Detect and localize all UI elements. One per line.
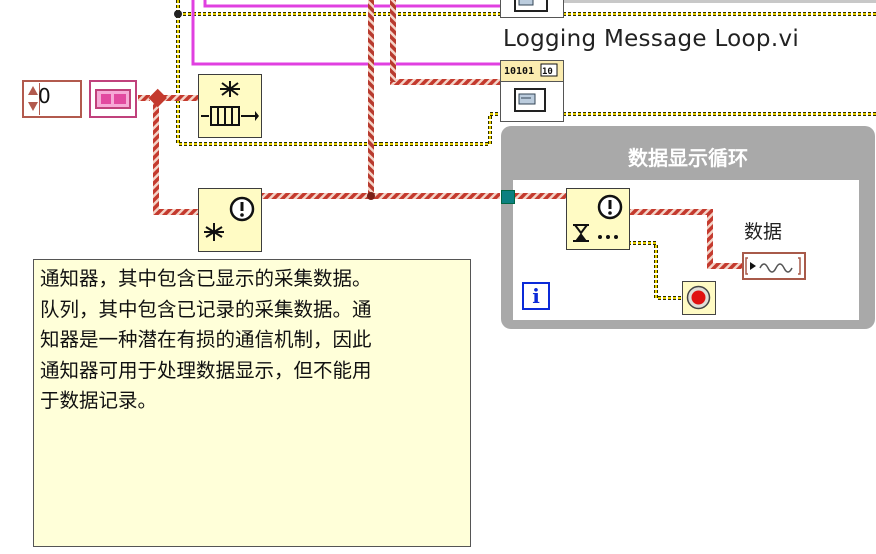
refnum-wire — [191, 0, 500, 66]
wire-junction — [367, 192, 375, 200]
numeric-value: 0 — [38, 84, 51, 108]
rail — [563, 0, 876, 3]
notifier-icon — [204, 196, 255, 241]
enqueue-element-node[interactable] — [198, 74, 262, 138]
data-indicator[interactable] — [742, 252, 806, 280]
indicator-label: 数据 — [744, 221, 783, 243]
subvi-icon — [514, 88, 546, 112]
stop-icon — [686, 285, 711, 310]
loop-input-tunnel[interactable] — [501, 190, 515, 204]
stop-terminal[interactable] — [682, 281, 716, 315]
comment-line: 通知器，其中包含已显示的采集数据。 — [40, 267, 372, 290]
loop-title: 数据显示循环 — [628, 146, 748, 170]
svg-text:10101: 10101 — [504, 66, 534, 77]
comment-line: 知器是一种潜在有损的通信机制，因此 — [40, 328, 372, 351]
subvi-label: Logging Message Loop.vi — [503, 26, 800, 52]
subvi-icon — [514, 0, 548, 12]
notifier-wire-vertical — [368, 0, 396, 196]
numeric-control[interactable] — [22, 80, 82, 118]
increment-decrement-icon[interactable] — [26, 83, 40, 115]
comment-line: 于数据记录。 — [40, 389, 158, 412]
wire-junction — [148, 88, 167, 108]
wait-on-notification-node[interactable] — [566, 188, 630, 250]
wait-notifier-icon — [573, 194, 623, 242]
comment-note: 通知器，其中包含已显示的采集数据。 队列，其中包含已记录的采集数据。通 知器是一… — [33, 259, 471, 547]
iteration-terminal[interactable]: i — [522, 282, 550, 310]
comment-line: 队列，其中包含已记录的采集数据。通 — [40, 297, 372, 321]
comment-line: 通知器可用于处理数据显示，但不能用 — [40, 358, 372, 382]
waveform-icon — [745, 257, 801, 275]
binary-string-icon: 10101 10 — [504, 63, 558, 77]
wire-junction — [174, 10, 182, 18]
svg-text:10: 10 — [542, 67, 553, 77]
refnum-control[interactable] — [89, 80, 137, 118]
enqueue-icon — [201, 81, 259, 126]
refnum-icon — [95, 89, 131, 109]
send-notification-node[interactable] — [198, 188, 262, 252]
subvi-header: 10101 10 — [501, 61, 563, 82]
logging-subvi-top[interactable] — [500, 0, 564, 18]
logging-message-loop-subvi[interactable]: 10101 10 — [500, 60, 564, 122]
